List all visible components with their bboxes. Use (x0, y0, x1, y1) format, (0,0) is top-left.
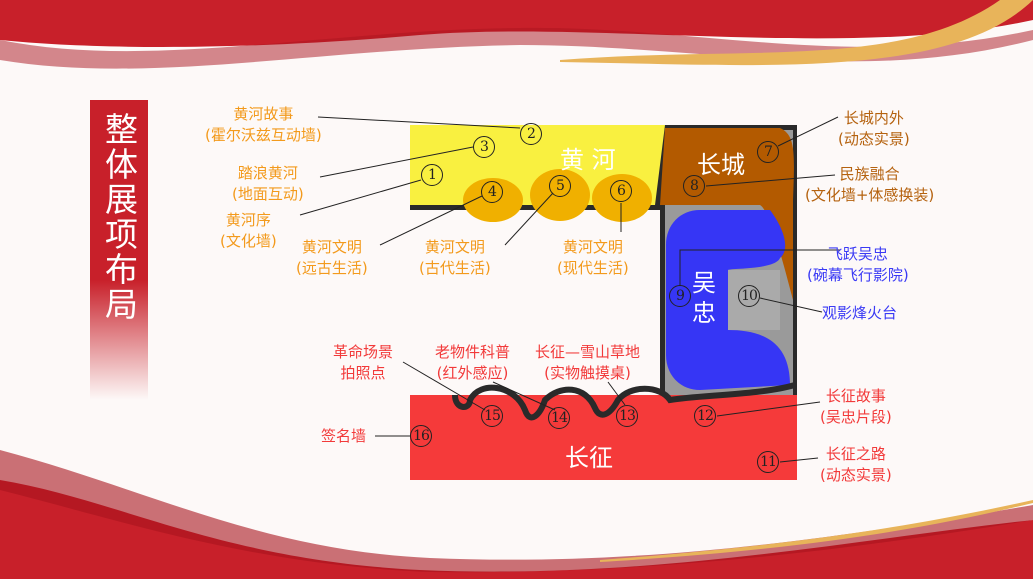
marker-13: 13 (616, 405, 638, 427)
marker-15: 15 (481, 405, 503, 427)
marker-10: 10 (738, 285, 760, 307)
label-1: 黄河序(文化墙) (220, 211, 277, 250)
label-11: 长征之路(动态实景) (820, 445, 892, 484)
label-16: 签名墙 (321, 427, 367, 445)
marker-2: 2 (520, 123, 542, 145)
marker-16: 16 (410, 425, 432, 447)
label-10: 观影烽火台 (822, 304, 898, 322)
label-7: 长城内外(动态实景) (838, 109, 910, 148)
marker-5: 5 (549, 175, 571, 197)
label-13: 长征—雪山草地(实物触摸桌) (535, 343, 641, 382)
courtyard (410, 210, 660, 395)
label-14: 老物件科普(红外感应) (435, 343, 511, 382)
label-3: 踏浪黄河(地面互动) (232, 164, 304, 203)
leader-lines (299, 116, 840, 463)
marker-7: 7 (757, 141, 779, 163)
marker-3: 3 (473, 136, 495, 158)
label-15: 革命场景拍照点 (333, 343, 394, 382)
label-8: 民族融合(文化墙+体感换装) (805, 165, 935, 204)
label-9: 飞跃吴忠(碗幕飞行影院) (807, 245, 909, 284)
label-12: 长征故事(吴忠片段) (820, 387, 892, 426)
zone-label-changzheng: 长征 (565, 444, 613, 472)
page-title: 整体展项布局 (90, 100, 148, 400)
marker-11: 11 (757, 451, 779, 473)
marker-12: 12 (694, 405, 716, 427)
marker-4: 4 (481, 181, 503, 203)
zone-label-changcheng: 长城 (697, 151, 745, 179)
marker-9: 9 (669, 285, 691, 307)
marker-14: 14 (548, 407, 570, 429)
label-6: 黄河文明(现代生活) (557, 238, 629, 277)
label-4: 黄河文明(远古生活) (296, 238, 368, 277)
label-2: 黄河故事(霍尔沃兹互动墙) (205, 105, 322, 144)
marker-1: 1 (421, 164, 443, 186)
zone-changcheng (660, 128, 794, 300)
marker-8: 8 (683, 175, 705, 197)
marker-6: 6 (610, 180, 632, 202)
zone-label-huanghe: 黄 河 (560, 146, 616, 174)
label-5: 黄河文明(古代生活) (419, 238, 491, 277)
zone-label-wuzhong: 吴忠 (692, 269, 716, 327)
